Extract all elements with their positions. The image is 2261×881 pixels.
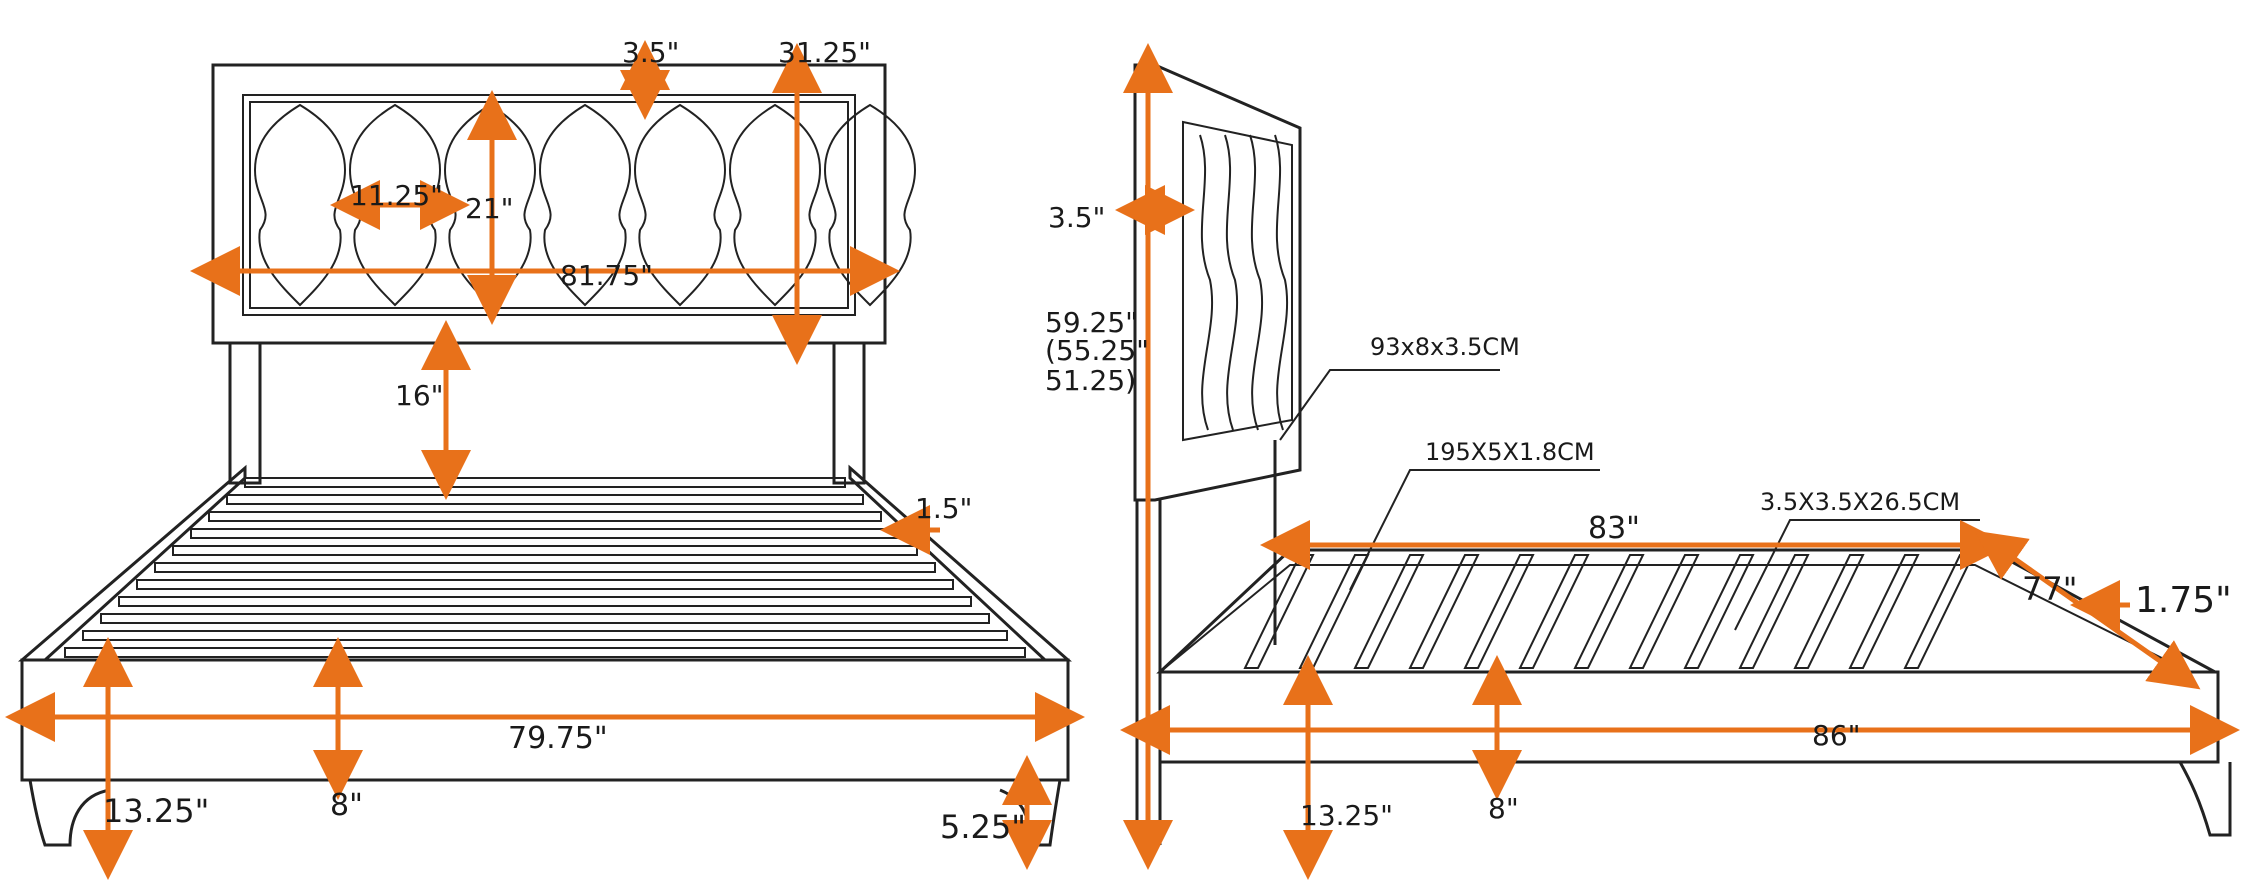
side-slat [1683,554,1755,669]
side-slat [1573,554,1645,669]
label-slat-spec: 195X5X1.8CM [1425,438,1595,466]
leader-support-spec [1734,519,1980,631]
quatrefoil-pattern [253,103,917,307]
side-slat [1518,554,1590,669]
headboard-inner-panel [249,101,849,309]
left-post [228,341,262,485]
label-headboard-depth: 3.5" [1048,201,1105,234]
front-view: 3.5" 31.25" 11.25" 21" 81.75" 16" 1.5" 7… [5,36,1085,880]
label-rail-height: 8" [330,788,363,823]
side-slat [1628,554,1700,669]
side-slat [1298,554,1370,669]
front-slat [118,596,972,607]
label-length: 86" [1812,719,1861,752]
label-slat-length: 83" [1588,511,1640,546]
label-rail-width: 1.75" [2135,580,2232,621]
side-pattern-curve [1199,134,1214,431]
side-slat [1408,554,1480,669]
side-slat [1903,554,1975,669]
front-rail [20,658,1070,782]
leader-post-spec [1279,369,1500,441]
quatrefoil-motif [728,103,822,307]
side-slat [1793,554,1865,669]
front-slat [226,494,864,505]
label-motif-height: 21" [465,192,514,225]
side-slat [1848,554,1920,669]
left-leg [28,779,111,847]
front-slat [172,545,918,556]
label-top-gap: 3.5" [622,36,679,69]
front-slat [154,562,936,573]
label-frame-width: 79.75" [508,721,608,756]
front-slat [64,647,1026,658]
front-slat [244,477,846,488]
label-post-spec: 93x8x3.5CM [1370,333,1520,361]
leader-slat-spec [1349,469,1600,591]
front-slat [136,579,954,590]
label-side-rail-height: 8" [1488,792,1519,825]
front-slat [82,630,1008,641]
side-frame-top [1156,548,2216,674]
label-total-height: 13.25" [103,792,209,830]
front-slat [100,613,990,624]
side-leg [2178,761,2232,837]
label-leg-height: 5.25" [940,808,1026,846]
quatrefoil-motif [253,103,347,307]
label-slat-gap: 1.5" [915,492,972,525]
side-pattern [1199,134,1289,431]
side-slat [1738,554,1810,669]
front-slat [190,528,900,539]
side-slat [1463,554,1535,669]
label-panel-width: 81.75" [560,259,653,292]
headboard-panel [242,94,856,316]
side-slats [1243,554,1975,669]
slats [64,477,1026,658]
label-headboard-height-2: (55.25" [1045,334,1149,367]
side-view: 3.5" 59.25" (55.25" 51.25) 93x8x3.5CM 19… [1045,42,2240,880]
quatrefoil-motif [823,103,917,307]
label-support-spec: 3.5X3.5X26.5CM [1760,488,1960,516]
side-pattern-curve [1274,134,1289,431]
quatrefoil-motif [633,103,727,307]
side-pattern-curve [1249,134,1264,431]
side-pattern-curve [1224,134,1239,431]
side-frame-rail [1158,670,2220,764]
quatrefoil-motif [538,103,632,307]
label-leg-clearance: 16" [395,379,444,412]
right-post [832,341,866,485]
label-motif-width: 11.25" [350,179,443,212]
label-panel-height: 31.25" [778,36,871,69]
label-side-total-height: 13.25" [1300,799,1393,832]
label-width: 77" [2022,570,2077,608]
label-headboard-height-3: 51.25) [1045,364,1136,397]
quatrefoil-motif [348,103,442,307]
front-slat [208,511,882,522]
label-headboard-height-1: 59.25" [1045,306,1138,339]
side-slat [1353,554,1425,669]
headboard-outline [211,63,887,345]
side-slat [1243,554,1315,669]
side-headboard-panel [1182,120,1293,442]
